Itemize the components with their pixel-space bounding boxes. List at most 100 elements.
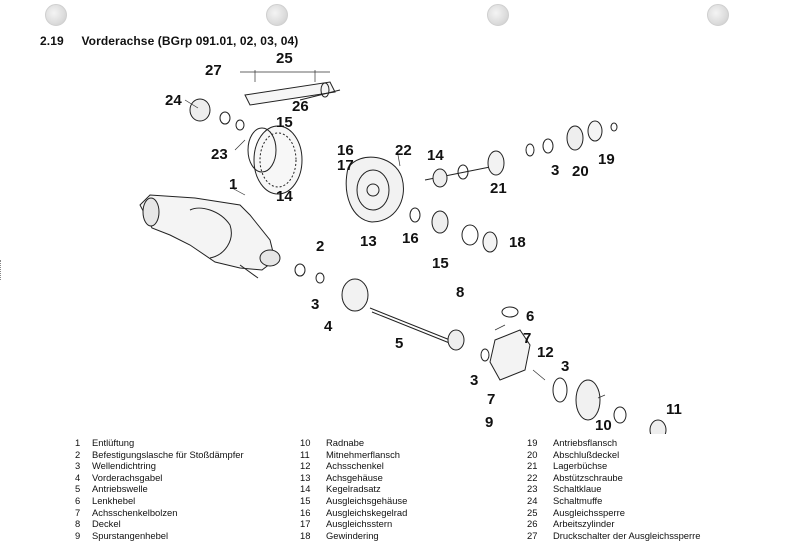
callout-label: 4: [324, 318, 333, 335]
legend-column: 1 Entlüftung 2 Befestigungslasche für Stoß…: [75, 437, 244, 541]
legend-text: Ausgleichsgehäuse: [326, 494, 408, 506]
legend-item: 26 Arbeitszylinder: [527, 518, 700, 530]
callout-label: 16: [402, 230, 419, 247]
legend-text: Druckschalter der Ausgleichssperre: [553, 529, 701, 541]
legend-text: Arbeitszylinder: [553, 518, 615, 530]
legend-text: Entlüftung: [92, 437, 135, 448]
legend-number: 23: [527, 483, 538, 495]
legend-item: 18 Gewindering: [300, 530, 407, 542]
legend-text: Vorderachsgabel: [92, 471, 163, 483]
legend-number: 5: [75, 483, 81, 495]
callout-label: 11: [666, 401, 682, 418]
section-title: Vorderachse (BGrp 091.01, 02, 03, 04): [81, 34, 299, 48]
legend-text: Ausgleichskegelrad: [326, 506, 408, 518]
legend-number: 9: [75, 529, 81, 541]
legend-item: 8 Deckel: [75, 518, 244, 530]
legend-number: 26: [527, 518, 538, 530]
legend-item: 4 Vorderachsgabel: [75, 472, 244, 484]
legend-text: Gewindering: [326, 529, 379, 541]
callout-label: 3: [470, 372, 478, 389]
legend-item: 19 Antriebsflansch: [527, 437, 700, 449]
callout-label: 3: [561, 358, 569, 375]
callout-label: 15: [276, 114, 293, 131]
callout-label: 22: [395, 142, 412, 159]
shift-fork-drawing: [189, 81, 341, 131]
section-header: 2.19 Vorderachse (BGrp 091.01, 02, 03, 0…: [40, 34, 298, 48]
legend-text: Schaltmuffe: [553, 494, 603, 506]
callout-label: 8: [456, 284, 464, 301]
legend-number: 3: [75, 460, 81, 472]
legend-number: 19: [527, 437, 538, 448]
punch-hole: [487, 4, 509, 26]
legend-number: 18: [300, 529, 311, 541]
callout-label: 16: [337, 142, 354, 159]
legend-number: 20: [527, 448, 538, 460]
punch-hole: [45, 4, 67, 26]
legend-text: Abstützschraube: [553, 471, 623, 483]
section-number: 2.19: [40, 34, 64, 48]
differential-bearings-drawing: [409, 207, 498, 253]
callout-label: 27: [205, 62, 222, 79]
drive-shaft-drawing: [294, 263, 465, 351]
legend-number: 8: [75, 518, 81, 530]
callout-label: 5: [395, 335, 403, 352]
callout-label: 20: [572, 163, 589, 180]
legend-number: 21: [527, 460, 538, 472]
margin-mark: [0, 260, 4, 280]
legend-number: 2: [75, 448, 81, 460]
legend-number: 10: [300, 437, 311, 448]
legend-text: Befestigungslasche für Stoßdämpfer: [92, 448, 244, 460]
axle-housing-drawing: [139, 194, 281, 279]
exploded-view-diagram: 25 27 24 26 15 23 16 17 22 14 1 14 19 3 …: [139, 50, 682, 434]
legend-number: 17: [300, 518, 311, 530]
legend-item: 17 Ausgleichsstern: [300, 518, 407, 530]
legend-text: Deckel: [92, 518, 121, 530]
legend-number: 27: [527, 529, 538, 541]
punch-hole: [707, 4, 729, 26]
differential-housing-drawing: [345, 156, 404, 223]
legend-number: 13: [300, 471, 311, 483]
legend-number: 25: [527, 506, 538, 518]
legend-number: 12: [300, 460, 311, 472]
legend-text: Spurstangenhebel: [92, 529, 169, 541]
legend-number: 4: [75, 471, 81, 483]
steering-knuckle-drawing: [480, 306, 531, 381]
legend-text: Schaltklaue: [553, 483, 602, 495]
callout-label: 3: [551, 162, 559, 179]
callout-label: 15: [432, 255, 449, 272]
legend-text: Antriebsflansch: [553, 437, 618, 448]
legend-text: Mitnehmerflansch: [326, 448, 400, 460]
legend-text: Achsgehäuse: [326, 471, 383, 483]
callout-label: 26: [292, 98, 309, 115]
callout-label: 7: [487, 391, 495, 408]
callout-label: 23: [211, 146, 228, 163]
legend-item: 3 Wellendichtring: [75, 460, 244, 472]
wheel-hub-drawing: [552, 377, 667, 434]
callout-label: 21: [490, 180, 507, 197]
callout-label: 18: [509, 234, 526, 251]
callout-label: 7: [523, 330, 531, 347]
callout-label: 19: [598, 151, 615, 168]
callout-label: 6: [526, 308, 534, 325]
legend-item: 21 Lagerbüchse: [527, 460, 700, 472]
legend-text: Wellendichtring: [92, 460, 156, 472]
callout-label: 1: [229, 176, 237, 193]
legend-number: 1: [75, 437, 81, 448]
legend-item: 1 Entlüftung: [75, 437, 244, 449]
legend-text: Kegelradsatz: [326, 483, 381, 495]
legend-text: Ausgleichsstern: [326, 518, 393, 530]
legend-text: Lagerbüchse: [553, 460, 608, 472]
callout-label: 25: [276, 50, 293, 67]
leader-lines: [184, 70, 606, 399]
callout-label: 10: [595, 417, 612, 434]
